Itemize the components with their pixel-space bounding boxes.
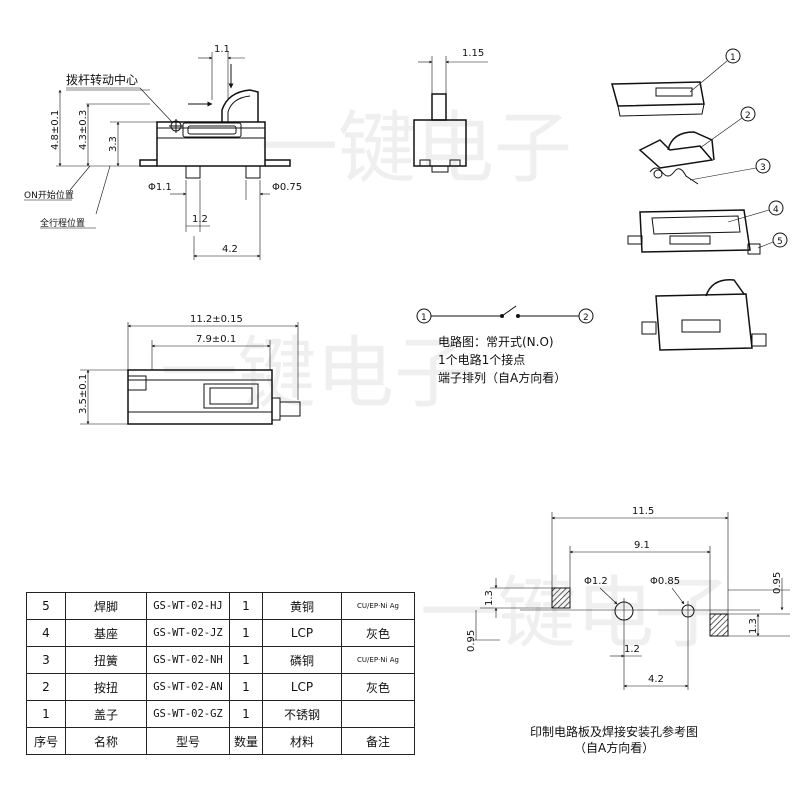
front-view: 1.1 拨杆转动中心 4.8±0.1 4.3±0.3 3.3 ON开始位置 全行… [24,44,302,260]
circuit-diagram: 1 2 电路图：常开式(N.O) 1个电路1个接点 端子排列（自A方向看） [416,305,594,385]
bom-cell: 3 [26,646,66,674]
pcb-layout: 11.5 9.1 1.3 0.95 Φ1.2 Φ0.85 0.95 1.3 1.… [466,506,790,755]
pcb-dim-pad-offset-left: 0.95 [466,630,477,652]
svg-text:1: 1 [730,53,736,63]
front-actuator [221,89,259,122]
bom-cell: 不锈钢 [262,700,342,728]
bom-cell: LCP [262,619,342,647]
bom-cell: GS-WT-02-GZ [146,700,230,728]
bom-cell: 1 [229,646,263,674]
header-model: 型号 [146,727,230,755]
dim-pin-span: 4.2 [222,244,238,255]
svg-text:3: 3 [760,163,766,173]
callout-5: 5 [757,232,788,249]
svg-text:5: 5 [777,237,783,247]
dim-height-total: 4.8±0.1 [50,110,61,150]
bom-cell: 按扭 [65,673,147,701]
pcb-caption-2: （自A方向看） [574,740,654,755]
top-dim-body: 7.9±0.1 [196,334,236,345]
pcb-dim-pad-left-h: 1.3 [484,590,495,606]
bom-cell: 基座 [65,619,147,647]
bom-cell: GS-WT-02-NH [146,646,230,674]
table-row: 3 扭簧 GS-WT-02-NH 1 磷铜 CU/EP·Ni Ag [26,646,415,674]
dim-hole-right: Φ0.75 [272,182,302,193]
bom-cell: 1 [229,700,263,728]
bom-cell: 1 [229,619,263,647]
bom-cell: 1 [229,673,263,701]
table-header-row: 序号 名称 型号 数量 材料 备注 [26,727,415,755]
table-row: 2 按扭 GS-WT-02-AN 1 LCP 灰色 [26,673,415,701]
bom-cell: 焊脚 [65,592,147,620]
top-dim-height: 3.5±0.1 [78,374,89,414]
bom-cell: 扭簧 [65,646,147,674]
table-row: 5 焊脚 GS-WT-02-HJ 1 黄铜 CU/EP·Ni Ag [26,592,415,620]
pcb-dim-hole-gap: 1.2 [624,644,640,655]
bom-cell: GS-WT-02-JZ [146,619,230,647]
header-qty: 数量 [229,727,263,755]
pad-left [551,587,571,609]
top-view: 11.2±0.15 7.9±0.1 3.5±0.1 [78,314,301,425]
pcb-caption-1: 印制电路板及焊接安装孔参考图 [530,724,698,739]
bom-cell: 5 [26,592,66,620]
exploded-view: 1 2 3 4 5 [611,48,788,351]
header-index: 序号 [26,727,66,755]
circuit-line-1: 电路图：常开式(N.O) [438,334,554,349]
bom-cell: CU/EP·Ni Ag [341,646,415,674]
side-view: 1.15 [413,48,488,173]
front-body [156,121,266,167]
callout-3: 3 [689,158,771,181]
bom-cell: 1 [229,592,263,620]
bom-cell: CU/EP·Ni Ag [341,592,415,620]
callout-2: 2 [699,106,756,149]
svg-text:2: 2 [745,111,751,121]
bom-cell: 盖子 [65,700,147,728]
bom-cell [341,700,415,728]
bom-cell: 灰色 [341,619,415,647]
header-material: 材料 [262,727,342,755]
bom-cell: GS-WT-02-AN [146,673,230,701]
pcb-dim-hole-span: 4.2 [648,674,664,685]
circuit-line-2: 1个电路1个接点 [438,352,525,367]
bom-table: 5 焊脚 GS-WT-02-HJ 1 黄铜 CU/EP·Ni Ag 4 基座 G… [26,592,415,755]
header-name: 名称 [65,727,147,755]
watermark: 一键电子 一键电子 一键电子 [160,104,732,659]
bom-cell: 磷铜 [262,646,342,674]
terminal-2: 2 [583,313,589,323]
callout-1: 1 [689,48,741,93]
bom-cell: GS-WT-02-HJ [146,592,230,620]
bom-cell: 4 [26,619,66,647]
bom-cell: LCP [262,673,342,701]
table-row: 1 盖子 GS-WT-02-GZ 1 不锈钢 [26,700,415,728]
label-lever-center: 拨杆转动中心 [66,72,138,87]
svg-text:一键电子: 一键电子 [420,569,732,659]
pcb-dim-hole-small: Φ0.85 [650,576,680,587]
bom-cell: 2 [26,673,66,701]
top-dim-overall: 11.2±0.15 [190,314,243,325]
pcb-dim-pad-right-h: 1.3 [748,618,759,634]
callout-4: 4 [727,200,784,223]
dim-pin-gap: 1.2 [192,214,208,225]
pcb-dim-inner: 9.1 [634,540,650,551]
pcb-dim-overall: 11.5 [632,506,654,517]
table-row: 4 基座 GS-WT-02-JZ 1 LCP 灰色 [26,619,415,647]
svg-text:一键电子: 一键电子 [260,104,572,194]
label-full-travel: 全行程位置 [40,217,85,229]
dim-height-base: 3.3 [108,136,119,152]
dim-height-body: 4.3±0.3 [78,110,89,150]
dim-hole-left: Φ1.1 [148,182,172,193]
svg-text:4: 4 [773,205,779,215]
bom-cell: 1 [26,700,66,728]
circuit-line-3: 端子排列（自A方向看） [438,370,566,385]
label-on-position: ON开始位置 [24,189,74,201]
bom-cell: 黄铜 [262,592,342,620]
side-dim-top: 1.15 [462,48,484,59]
pad-right [709,613,729,637]
bom-cell: 灰色 [341,673,415,701]
dim-top: 1.1 [214,44,230,55]
header-remark: 备注 [341,727,415,755]
terminal-1: 1 [421,313,427,323]
pcb-dim-hole-big: Φ1.2 [584,576,608,587]
pcb-dim-pad-right-offset: 0.95 [772,572,783,594]
